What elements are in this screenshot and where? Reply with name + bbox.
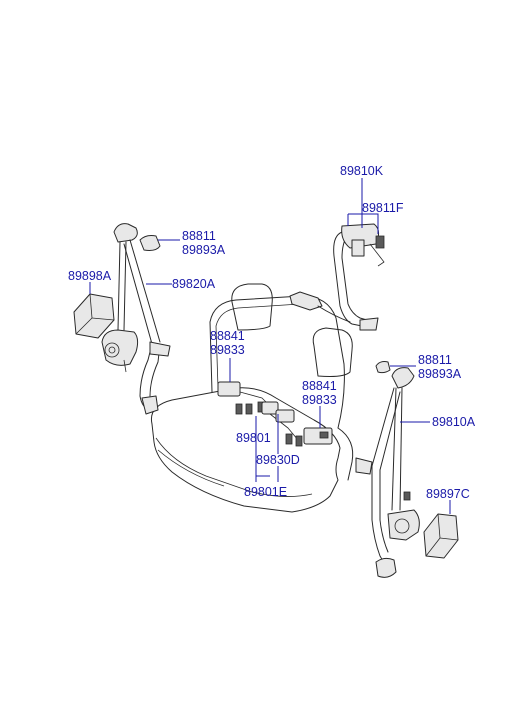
part-labels: 89810K 89811F 88811 89893A 89898A 89820A… [68,164,476,501]
left-seat-belt-assembly [73,223,171,415]
label-89801[interactable]: 89801 [236,431,271,445]
label-88811-left[interactable]: 88811 [182,229,216,243]
label-89833-mid[interactable]: 89833 [302,393,337,407]
label-88841-mid[interactable]: 88841 [302,379,337,393]
label-89830D[interactable]: 89830D [256,453,300,467]
rear-seat-illustration [150,283,354,513]
leader-lines [89,178,451,514]
label-89820A[interactable]: 89820A [172,277,216,291]
label-88841-left[interactable]: 88841 [210,329,245,343]
label-89898A[interactable]: 89898A [68,269,112,283]
label-89810A[interactable]: 89810A [432,415,476,429]
center-upper-belt-assembly [289,223,385,331]
label-89897C[interactable]: 89897C [426,487,470,501]
label-88811-right[interactable]: 88811 [418,353,452,367]
label-89833-left[interactable]: 89833 [210,343,245,357]
center-buckle-assembly [217,381,333,447]
label-89893A-left[interactable]: 89893A [182,243,226,257]
label-89801E[interactable]: 89801E [244,485,287,499]
label-89810K[interactable]: 89810K [340,164,384,178]
right-seat-belt-assembly [355,361,459,578]
label-89811F[interactable]: 89811F [362,201,404,215]
label-89893A-right[interactable]: 89893A [418,367,462,381]
